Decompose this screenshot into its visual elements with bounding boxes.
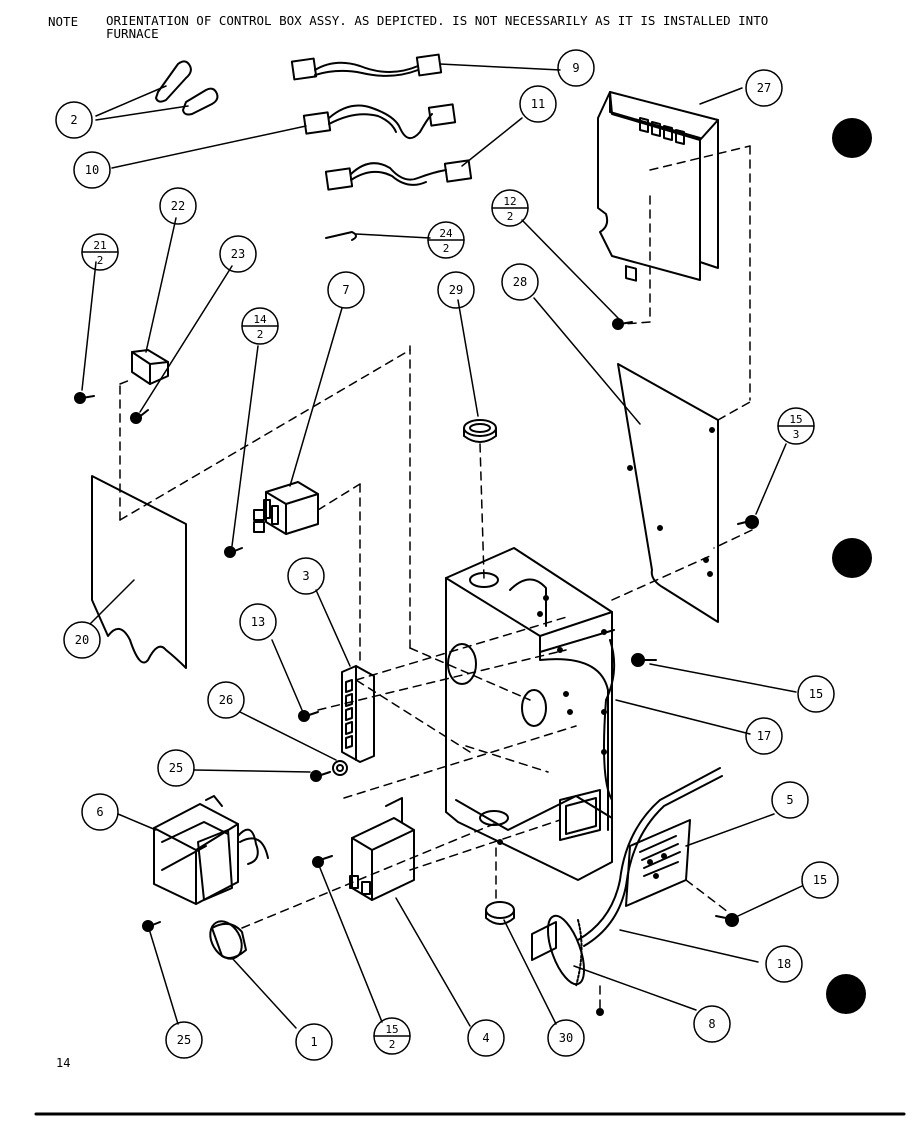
part-9-wire-harness bbox=[290, 53, 443, 81]
callout-7: 7 bbox=[342, 283, 349, 297]
callout-20: 20 bbox=[75, 633, 89, 647]
fraction-15-3-bottom: 3 bbox=[793, 428, 800, 441]
fraction-14-bottom: 2 bbox=[257, 328, 264, 341]
callout-11: 11 bbox=[531, 97, 545, 111]
callout-6: 6 bbox=[96, 805, 103, 819]
part-7-relay bbox=[253, 307, 361, 661]
callout-8: 8 bbox=[708, 1017, 715, 1031]
leader-10 bbox=[111, 125, 307, 169]
part-11-wire-harness bbox=[324, 159, 473, 191]
fraction-12-bottom: 2 bbox=[507, 210, 514, 223]
callout-26: 26 bbox=[219, 693, 233, 707]
note-line-1: ORIENTATION OF CONTROL BOX ASSY. AS DEPI… bbox=[106, 13, 769, 28]
screw-14 bbox=[224, 345, 259, 558]
fraction-21-top: 21 bbox=[93, 239, 106, 252]
callout-3: 3 bbox=[302, 569, 309, 583]
part-6-transformer bbox=[117, 795, 269, 905]
screw-25-lower bbox=[142, 920, 179, 1025]
screw-12 bbox=[521, 219, 633, 330]
callout-23: 23 bbox=[231, 247, 245, 261]
callout-29: 29 bbox=[449, 283, 463, 297]
callout-labels: 2 9 10 11 27 22 23 7 29 28 3 13 20 26 25… bbox=[70, 61, 827, 1049]
part-20-panel bbox=[89, 345, 411, 669]
part-3-terminal-strip bbox=[315, 589, 375, 763]
part-18-wire bbox=[577, 767, 759, 963]
callout-30: 30 bbox=[559, 1031, 573, 1045]
part-28-panel bbox=[533, 297, 751, 623]
note-label: NOTE bbox=[48, 14, 79, 29]
part-2-wire-caps bbox=[155, 60, 219, 116]
callout-18: 18 bbox=[777, 957, 791, 971]
fraction-24-top: 24 bbox=[439, 227, 453, 240]
part-5-ignition-board bbox=[625, 813, 775, 913]
fraction-callouts bbox=[81, 189, 815, 1055]
screw-15-2 bbox=[312, 855, 383, 1023]
callout-17: 17 bbox=[757, 729, 771, 743]
screw-15-board bbox=[715, 885, 803, 927]
part-17-control-box bbox=[241, 547, 751, 929]
part-10-wire-harness bbox=[302, 103, 457, 139]
part-26-washer bbox=[239, 711, 348, 776]
part-1-bushing bbox=[209, 920, 297, 1029]
leader-9 bbox=[439, 63, 561, 71]
fraction-21-bottom: 2 bbox=[97, 254, 104, 267]
callout-22: 22 bbox=[171, 199, 185, 213]
fraction-12-top: 12 bbox=[503, 195, 516, 208]
fraction-14-top: 14 bbox=[253, 313, 267, 326]
callout-27: 27 bbox=[757, 81, 771, 95]
part-30-plug bbox=[485, 901, 557, 1025]
part-27-control-board bbox=[597, 87, 751, 401]
callout-15-board: 15 bbox=[813, 873, 827, 887]
leader-2b bbox=[95, 105, 189, 121]
callout-25-upper: 25 bbox=[169, 761, 183, 775]
screw-21 bbox=[74, 261, 97, 404]
note-line-2: FURNACE bbox=[106, 26, 159, 41]
part-29-grommet bbox=[457, 299, 497, 579]
registration-mark-top bbox=[832, 118, 872, 158]
fraction-15-2-bottom: 2 bbox=[389, 1038, 396, 1051]
callout-2: 2 bbox=[70, 113, 77, 127]
fraction-24-bottom: 2 bbox=[443, 242, 450, 255]
callout-9: 9 bbox=[572, 61, 579, 75]
leader-11 bbox=[461, 117, 523, 167]
screw-15-box bbox=[631, 653, 797, 693]
fraction-labels: 21 2 24 2 12 2 14 2 15 3 15 2 bbox=[93, 195, 802, 1051]
registration-mark-bottom bbox=[826, 974, 866, 1014]
part-8-sensor-bracket bbox=[531, 914, 697, 1016]
callouts bbox=[55, 49, 839, 1061]
callout-5: 5 bbox=[786, 793, 793, 807]
screw-15-3 bbox=[713, 443, 787, 549]
callout-1: 1 bbox=[310, 1035, 317, 1049]
page-number: 14 bbox=[56, 1056, 71, 1070]
callout-10: 10 bbox=[85, 163, 99, 177]
callout-4: 4 bbox=[482, 1031, 489, 1045]
callout-28: 28 bbox=[513, 275, 527, 289]
leader-2a bbox=[95, 85, 167, 117]
callout-13: 13 bbox=[251, 615, 265, 629]
callout-15-box: 15 bbox=[809, 687, 823, 701]
part-24-screw bbox=[325, 231, 431, 241]
part-23-screw bbox=[130, 265, 233, 424]
screw-13 bbox=[271, 639, 319, 722]
part-4-contactor bbox=[349, 797, 471, 1027]
registration-mark-middle bbox=[832, 538, 872, 578]
fraction-15-3-top: 15 bbox=[789, 413, 802, 426]
fraction-15-2-top: 15 bbox=[385, 1023, 398, 1036]
part-22-bracket bbox=[131, 217, 177, 385]
screw-25-upper bbox=[193, 769, 331, 782]
callout-25-lower: 25 bbox=[177, 1033, 191, 1047]
